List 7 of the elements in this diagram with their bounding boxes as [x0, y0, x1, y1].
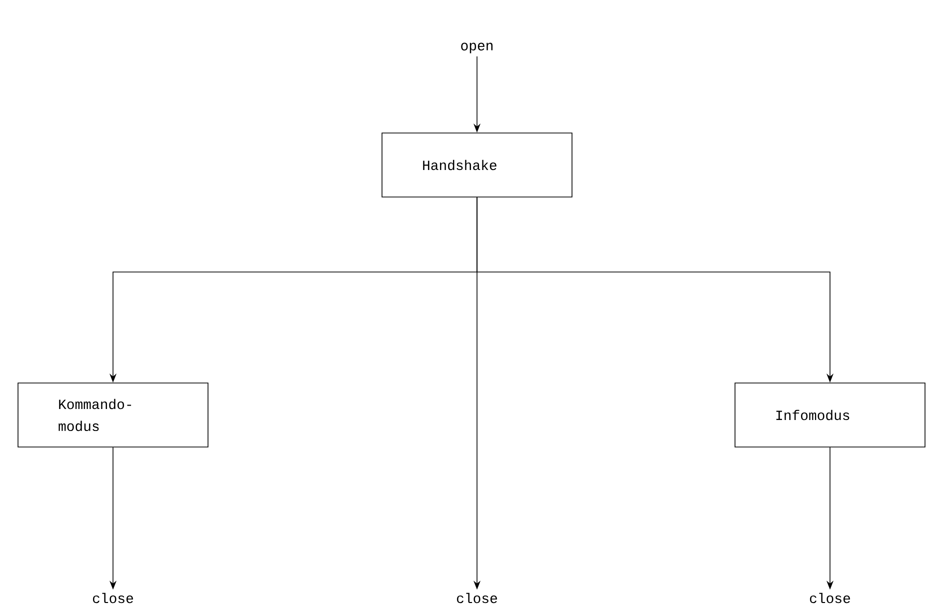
terminal-label: close — [810, 592, 850, 604]
terminal-label: close — [456, 592, 497, 604]
state-box: Kommando- modus — [18, 382, 208, 448]
state-box: Infomodus — [734, 382, 926, 448]
terminal-label: open — [461, 42, 492, 54]
state-box: Handshake — [382, 132, 572, 198]
terminal-label: close — [92, 592, 133, 604]
